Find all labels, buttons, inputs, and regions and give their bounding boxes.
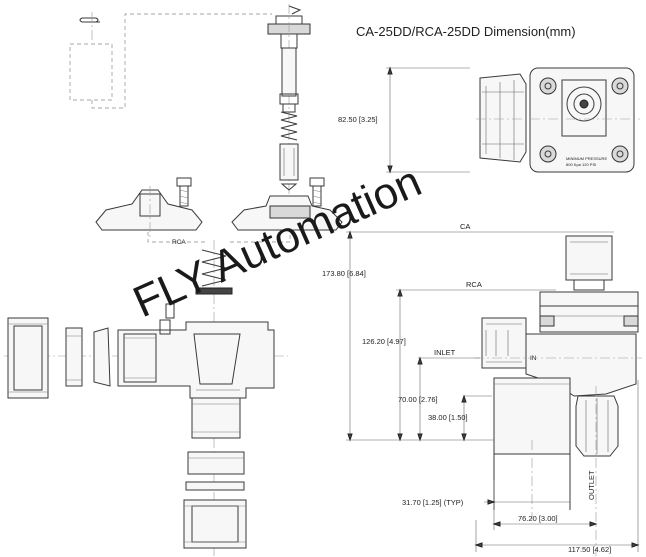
bolt-right-part (309, 177, 325, 207)
ferrule-part (93, 327, 111, 387)
dim-ca-height: 173.80 [6.84] (322, 269, 366, 278)
lower-seal-part (185, 481, 245, 491)
ca-label: CA (460, 222, 470, 231)
valve-body-part (117, 303, 275, 439)
inlet-cut-label: IN (530, 355, 537, 362)
nameplate-line1: MINIMUM PRESSURE (566, 156, 607, 161)
nameplate-line2: 800 Kpa 120 PSI (566, 162, 596, 167)
seal-ring-part (65, 327, 83, 387)
dim-inlet-height: 70.00 [2.76] (398, 395, 438, 404)
cotter-pin-part (79, 12, 100, 42)
lower-ferrule-part (183, 499, 247, 549)
drawing-title: CA-25DD/RCA-25DD Dimension(mm) (356, 24, 576, 39)
bolt-left-part (176, 177, 192, 207)
pilot-assembly-part (267, 4, 311, 220)
side-view: IN CA RCA 173.80 [6.84] 126.20 [4.97] IN… (322, 222, 642, 556)
exploded-view: RCA (4, 4, 343, 556)
dim-outlet-height: 38.00 [1.50] (428, 413, 468, 422)
outlet-label: OUTLET (587, 470, 596, 500)
rca-label: RCA (466, 280, 482, 289)
dim-top-view-height: 82.50 [3.25] (338, 115, 378, 124)
lower-nut-part (187, 451, 245, 475)
top-view: MINIMUM PRESSURE 800 Kpa 120 PSI 82.50 [… (338, 66, 640, 174)
nut-fitting-part (7, 317, 49, 399)
cover-plate-rca-part (231, 195, 343, 231)
dim-port-width: 31.70 [1.25] (TYP) (402, 498, 464, 507)
rca-small-label: RCA (172, 239, 186, 246)
cover-plate-ca-part (95, 186, 203, 240)
dim-overall-width: 117.50 [4.62] (568, 545, 611, 554)
dim-inlet-to-outlet: 76.20 [3.00] (518, 514, 558, 523)
inlet-label: INLET (434, 348, 456, 357)
dim-rca-height: 126.20 [4.97] (362, 337, 406, 346)
